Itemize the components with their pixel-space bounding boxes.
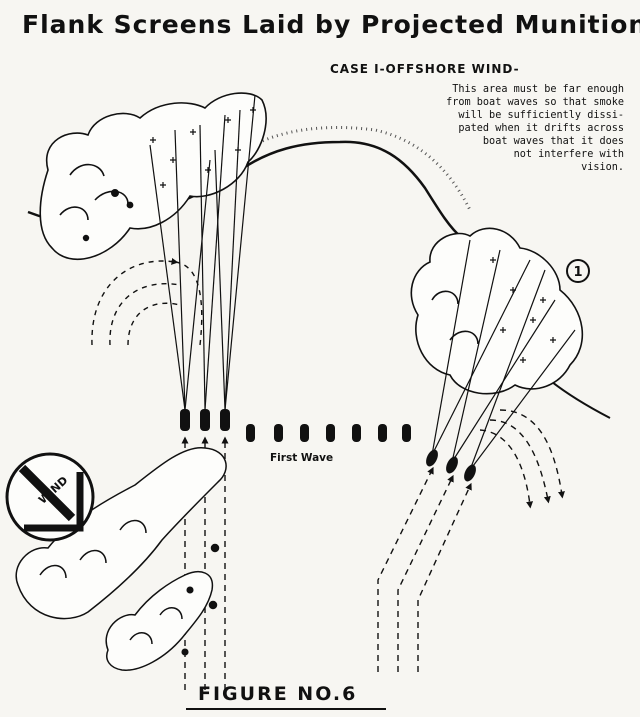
page-title: Flank Screens Laid by Projected Munition… bbox=[22, 10, 640, 39]
note-line: will be sufficiently dissi- bbox=[458, 110, 624, 121]
first-wave-boats bbox=[180, 409, 476, 482]
smoke-cloud-right-shore bbox=[410, 227, 584, 395]
smoke-trails-water bbox=[15, 447, 227, 671]
annotation-note: This area must be far enough from boat w… bbox=[408, 83, 624, 174]
boat-paths-left bbox=[91, 258, 203, 346]
case-number-badge: 1 bbox=[566, 259, 590, 283]
wind-direction-symbol bbox=[5, 452, 95, 542]
trajectories-right bbox=[431, 239, 576, 471]
note-line: not interfere with bbox=[513, 149, 624, 160]
note-line: boat waves that it does bbox=[482, 136, 624, 147]
smoke-crosses-right-shore bbox=[490, 257, 556, 363]
note-line: from boat waves so that smoke bbox=[446, 97, 624, 108]
note-line: vision. bbox=[581, 162, 624, 173]
smoke-cloud-left-shore bbox=[39, 92, 267, 261]
figure-label: FIGURE NO.6 bbox=[198, 683, 358, 705]
figure-underline bbox=[186, 708, 386, 710]
boat-lanes-right bbox=[377, 409, 565, 672]
note-line: pated when it drifts across bbox=[458, 123, 624, 134]
case-label: CASE I-OFFSHORE WIND- bbox=[330, 62, 520, 76]
boat-lanes-left bbox=[181, 436, 229, 690]
first-wave-label: First Wave bbox=[270, 452, 334, 464]
note-line: This area must be far enough bbox=[452, 84, 624, 95]
